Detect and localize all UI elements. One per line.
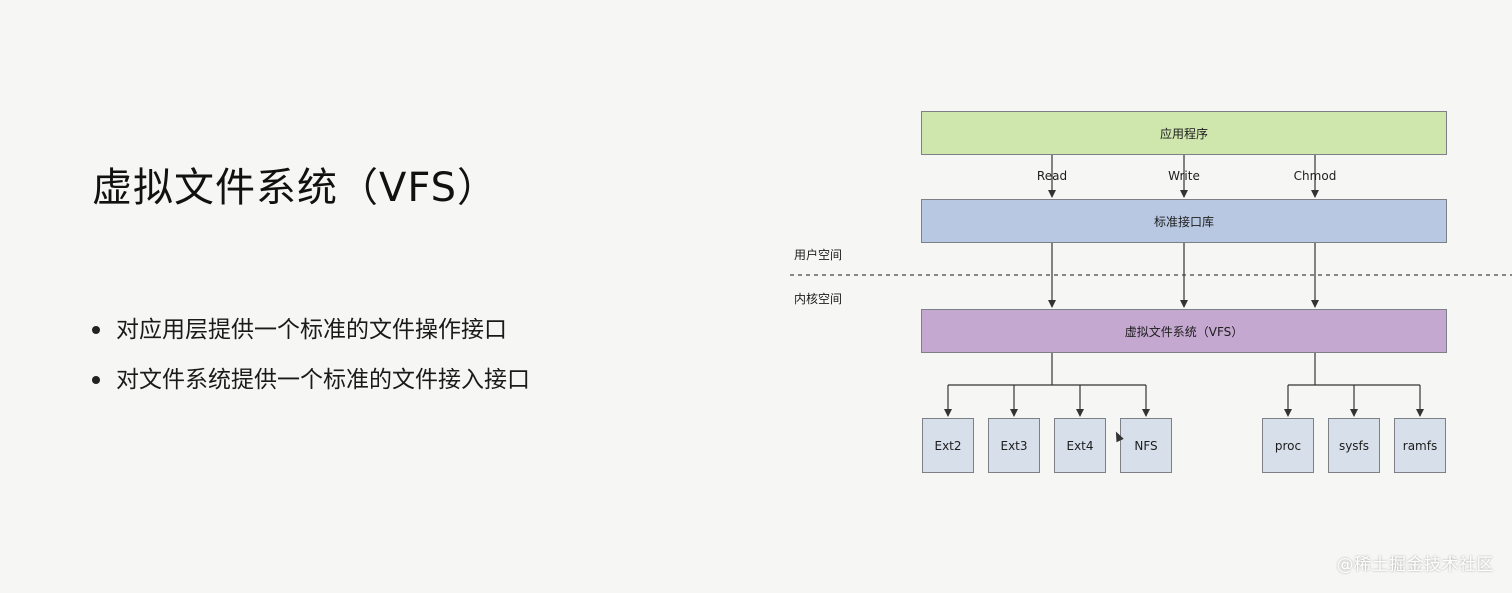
user-space-label: 用户空间 xyxy=(794,248,843,262)
call-label-write: Write xyxy=(1168,169,1200,183)
kernel-space-label: 内核空间 xyxy=(794,292,843,306)
bullet-dot-icon xyxy=(92,326,100,334)
watermark: @稀土掘金技术社区 xyxy=(1336,555,1494,575)
fs-box-sysfs: sysfs xyxy=(1328,418,1380,473)
vfs-layer-box: 虚拟文件系统（VFS） xyxy=(921,309,1447,353)
call-label-read: Read xyxy=(1036,169,1068,183)
bullet-text: 对应用层提供一个标准的文件操作接口 xyxy=(116,317,507,343)
call-label-chmod: Chmod xyxy=(1293,169,1337,183)
application-layer-box: 应用程序 xyxy=(921,111,1447,155)
fs-box-ext4: Ext4 xyxy=(1054,418,1106,473)
bullet-dot-icon xyxy=(92,376,100,384)
bullet-text: 对文件系统提供一个标准的文件接入接口 xyxy=(116,367,530,393)
bullet-list: 对应用层提供一个标准的文件操作接口 对文件系统提供一个标准的文件接入接口 xyxy=(92,305,530,405)
bullet-item: 对文件系统提供一个标准的文件接入接口 xyxy=(92,355,530,405)
bullet-item: 对应用层提供一个标准的文件操作接口 xyxy=(92,305,530,355)
fs-box-ramfs: ramfs xyxy=(1394,418,1446,473)
fs-box-proc: proc xyxy=(1262,418,1314,473)
slide-title: 虚拟文件系统（VFS） xyxy=(92,165,499,211)
fs-box-ext2: Ext2 xyxy=(922,418,974,473)
standard-library-box: 标准接口库 xyxy=(921,199,1447,243)
fs-box-nfs: NFS xyxy=(1120,418,1172,473)
fs-box-ext3: Ext3 xyxy=(988,418,1040,473)
